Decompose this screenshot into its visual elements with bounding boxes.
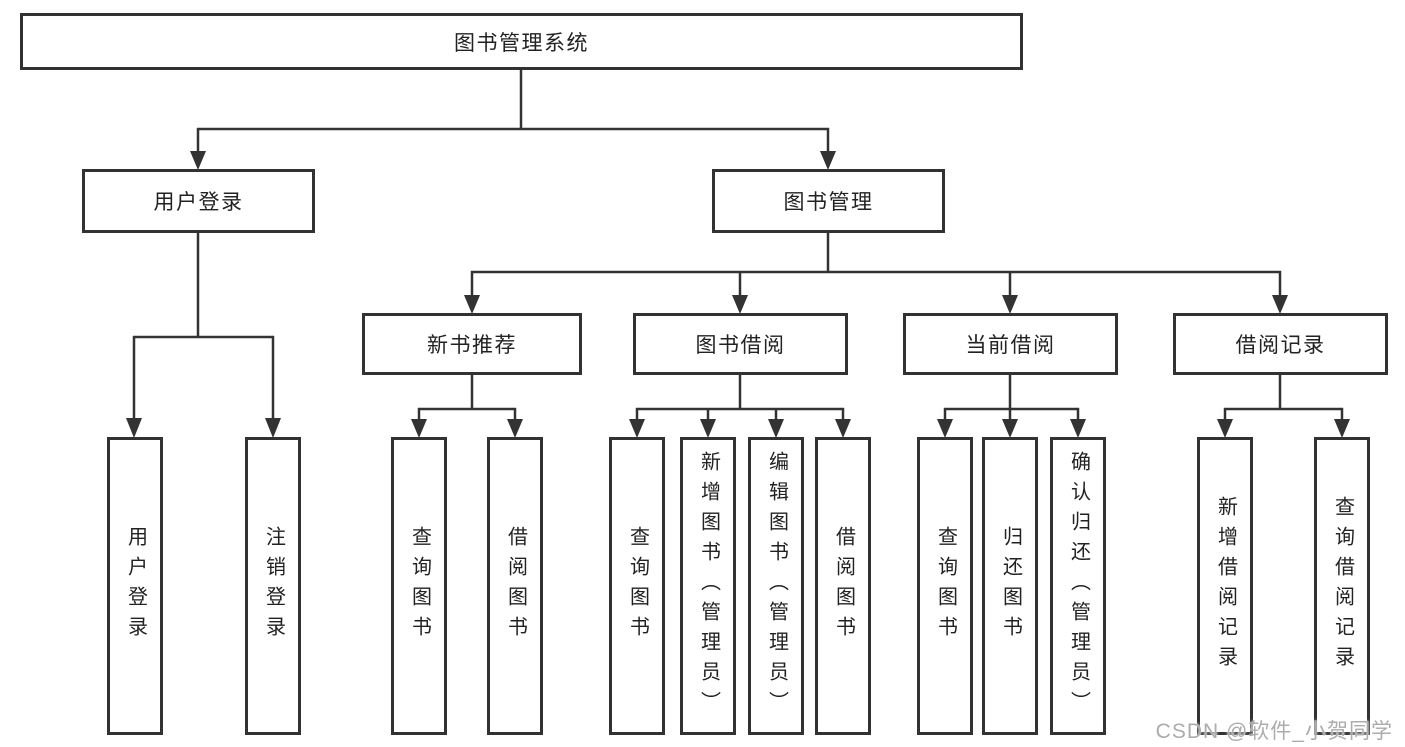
node-label: 注销登录	[262, 526, 285, 646]
node-query-books-borrowing: 查询图书	[609, 437, 665, 735]
node-label: 确认归还（管理员）	[1067, 451, 1090, 721]
node-label: 查询借阅记录	[1331, 496, 1354, 676]
arrow-down-icon	[190, 151, 206, 170]
arrowheads	[126, 151, 1350, 438]
arrow-down-icon	[820, 151, 836, 170]
arrow-down-icon	[411, 419, 427, 438]
arrow-down-icon	[126, 418, 142, 438]
node-edit-books-admin: 编辑图书（管理员）	[748, 437, 804, 735]
arrow-down-icon	[507, 419, 523, 438]
node-book-management: 图书管理	[712, 169, 945, 233]
node-label: 新增图书（管理员）	[697, 451, 720, 721]
arrow-down-icon	[1272, 295, 1288, 314]
node-query-books-recommend: 查询图书	[391, 437, 447, 735]
node-label: 用户登录	[124, 526, 147, 646]
node-label: 查询图书	[408, 526, 431, 646]
node-borrow-books-recommend: 借阅图书	[487, 437, 543, 735]
node-label: 图书管理系统	[454, 31, 589, 55]
connector-paths	[132, 70, 1344, 421]
node-add-books-admin: 新增图书（管理员）	[680, 437, 736, 735]
node-label: 新书推荐	[427, 334, 517, 357]
arrow-down-icon	[265, 418, 281, 438]
arrow-down-icon	[1002, 419, 1018, 438]
node-return-books: 归还图书	[982, 437, 1038, 735]
node-label: 编辑图书（管理员）	[765, 451, 788, 721]
node-label: 借阅图书	[504, 526, 527, 646]
connector-new-book-rec-to-children	[417, 375, 517, 421]
node-label: 查询图书	[626, 526, 649, 646]
connector-book-borrowing-to-children	[635, 375, 845, 421]
node-label: 借阅记录	[1235, 334, 1326, 357]
node-query-borrow-record: 查询借阅记录	[1314, 437, 1370, 735]
arrow-down-icon	[464, 295, 480, 314]
arrow-down-icon	[1070, 419, 1086, 438]
connector-current-borrowing-to-children	[943, 375, 1080, 421]
arrow-down-icon	[835, 419, 851, 438]
node-confirm-return-admin: 确认归还（管理员）	[1050, 437, 1106, 735]
connector-root-to-level2	[196, 70, 830, 152]
arrow-down-icon	[1217, 419, 1233, 438]
node-label: 图书借阅	[695, 334, 786, 357]
node-borrowing-records: 借阅记录	[1173, 313, 1388, 375]
node-label: 图书管理	[783, 191, 874, 214]
arrow-down-icon	[700, 419, 716, 438]
arrow-down-icon	[732, 295, 748, 314]
arrow-down-icon	[768, 419, 784, 438]
node-label: 当前借阅	[965, 334, 1056, 357]
node-current-borrowing: 当前借阅	[903, 313, 1118, 375]
node-borrow-books-borrowing: 借阅图书	[815, 437, 871, 735]
arrow-down-icon	[1334, 419, 1350, 438]
node-logout-action: 注销登录	[245, 437, 301, 735]
node-book-borrowing: 图书借阅	[633, 313, 848, 375]
node-label: 新增借阅记录	[1214, 496, 1237, 676]
node-label: 查询图书	[934, 526, 957, 646]
arrow-down-icon	[629, 419, 645, 438]
node-add-borrow-record: 新增借阅记录	[1197, 437, 1253, 735]
connector-user-login-to-children	[132, 233, 275, 420]
node-user-login-action: 用户登录	[107, 437, 163, 735]
connector-borrow-records-to-children	[1223, 375, 1344, 421]
node-query-books-current: 查询图书	[917, 437, 973, 735]
node-label: 归还图书	[999, 526, 1022, 646]
node-label: 借阅图书	[832, 526, 855, 646]
node-new-book-recommendation: 新书推荐	[362, 313, 582, 375]
arrow-down-icon	[1002, 295, 1018, 314]
connector-book-management-to-level3	[470, 233, 1282, 296]
node-user-login: 用户登录	[82, 169, 315, 233]
node-library-management-system: 图书管理系统	[20, 13, 1023, 70]
node-label: 用户登录	[153, 191, 244, 214]
arrow-down-icon	[937, 419, 953, 438]
csdn-watermark: CSDN @软件_小贺同学	[1155, 720, 1393, 743]
